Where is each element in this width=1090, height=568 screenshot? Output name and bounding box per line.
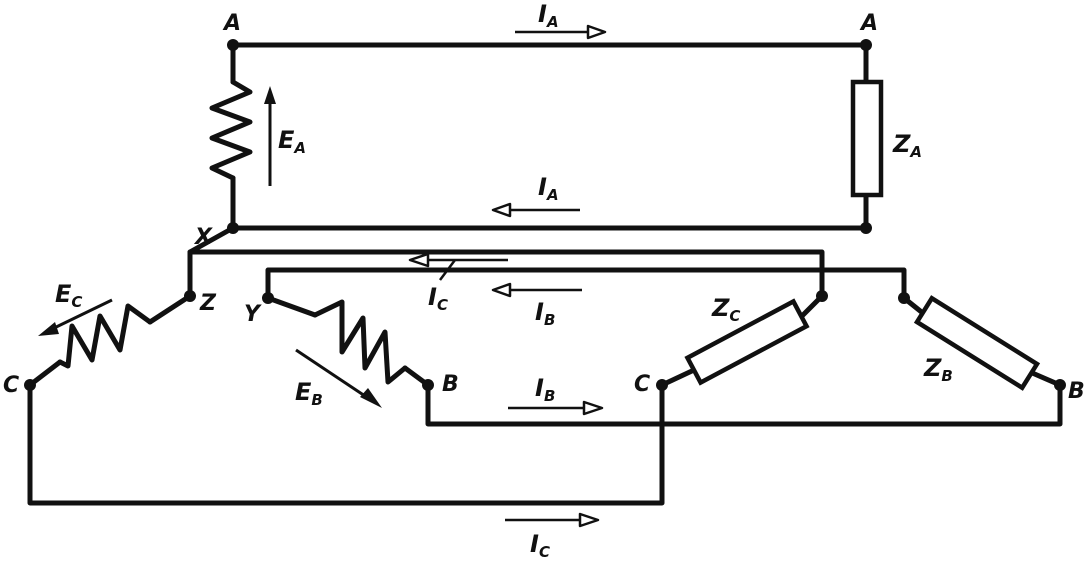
- current-label-ib-upper: IB: [535, 298, 555, 329]
- emf-label-b: EB: [295, 378, 323, 409]
- arrow-ec: [38, 298, 113, 336]
- node-dot-x: [227, 222, 239, 234]
- wire-c-bottom: [27, 382, 665, 506]
- load-label-zb: ZB: [923, 354, 953, 385]
- node-label-b-load: B: [1068, 379, 1085, 404]
- arrow-eb: [295, 348, 382, 408]
- emf-label-a: EA: [278, 126, 306, 157]
- node-label-b-gen: B: [442, 372, 459, 397]
- load-zb: [913, 295, 1041, 391]
- node-dot-y: [262, 292, 274, 304]
- winding-c: [57, 303, 153, 369]
- arrow-ic-lower: [505, 512, 600, 528]
- arrow-ia-top: [515, 24, 607, 40]
- load-label-za: ZA: [892, 130, 922, 161]
- load-za: [850, 79, 884, 198]
- current-label-ia-top: IA: [538, 0, 559, 31]
- node-label-y: Y: [244, 302, 262, 327]
- node-label-a-gen: A: [222, 11, 241, 36]
- node-label-a-load: A: [859, 11, 878, 36]
- node-dot-z: [184, 290, 196, 302]
- load-label-zc: ZC: [711, 294, 740, 325]
- node-dot-c-load: [656, 379, 668, 391]
- node-dot-b-gen: [422, 379, 434, 391]
- arrow-ea: [264, 86, 276, 186]
- load-zc: [684, 298, 810, 386]
- emf-label-c: EC: [55, 280, 82, 311]
- node-label-z: Z: [199, 291, 217, 316]
- current-label-ia-return: IA: [538, 173, 559, 204]
- current-label-ic-upper: IC: [428, 283, 448, 314]
- node-dot-a-load: [860, 39, 872, 51]
- wire-a-top: [230, 42, 869, 85]
- arrow-ic-upper: [408, 252, 508, 281]
- current-label-ib-lower: IB: [535, 374, 555, 405]
- node-label-c-load: C: [634, 372, 650, 397]
- node-dot-a-gen: [227, 39, 239, 51]
- node-label-c-gen: C: [3, 373, 19, 398]
- wire-b-bottom: [425, 382, 1063, 427]
- arrow-ia-return: [491, 202, 580, 218]
- node-dot-b-load: [1054, 379, 1066, 391]
- arrow-ib-upper: [491, 282, 582, 298]
- node-dot-a-load-lower: [860, 222, 872, 234]
- wire-y-to-load-b: [265, 267, 907, 301]
- node-dot-zb-start: [898, 292, 910, 304]
- current-label-ic-lower: IC: [530, 530, 550, 561]
- node-dot-zc-end: [816, 290, 828, 302]
- arrow-ib-lower: [508, 400, 604, 416]
- wire-winding-c-to-c: [27, 359, 63, 388]
- winding-a: [209, 79, 253, 181]
- wire-z-to-winding-c: [147, 293, 193, 325]
- wire-y-to-winding-b: [265, 295, 318, 318]
- node-label-x: X: [193, 225, 213, 250]
- node-dot-c-gen: [24, 379, 36, 391]
- wire-x-to-load-c: [187, 249, 825, 299]
- winding-b: [312, 299, 408, 385]
